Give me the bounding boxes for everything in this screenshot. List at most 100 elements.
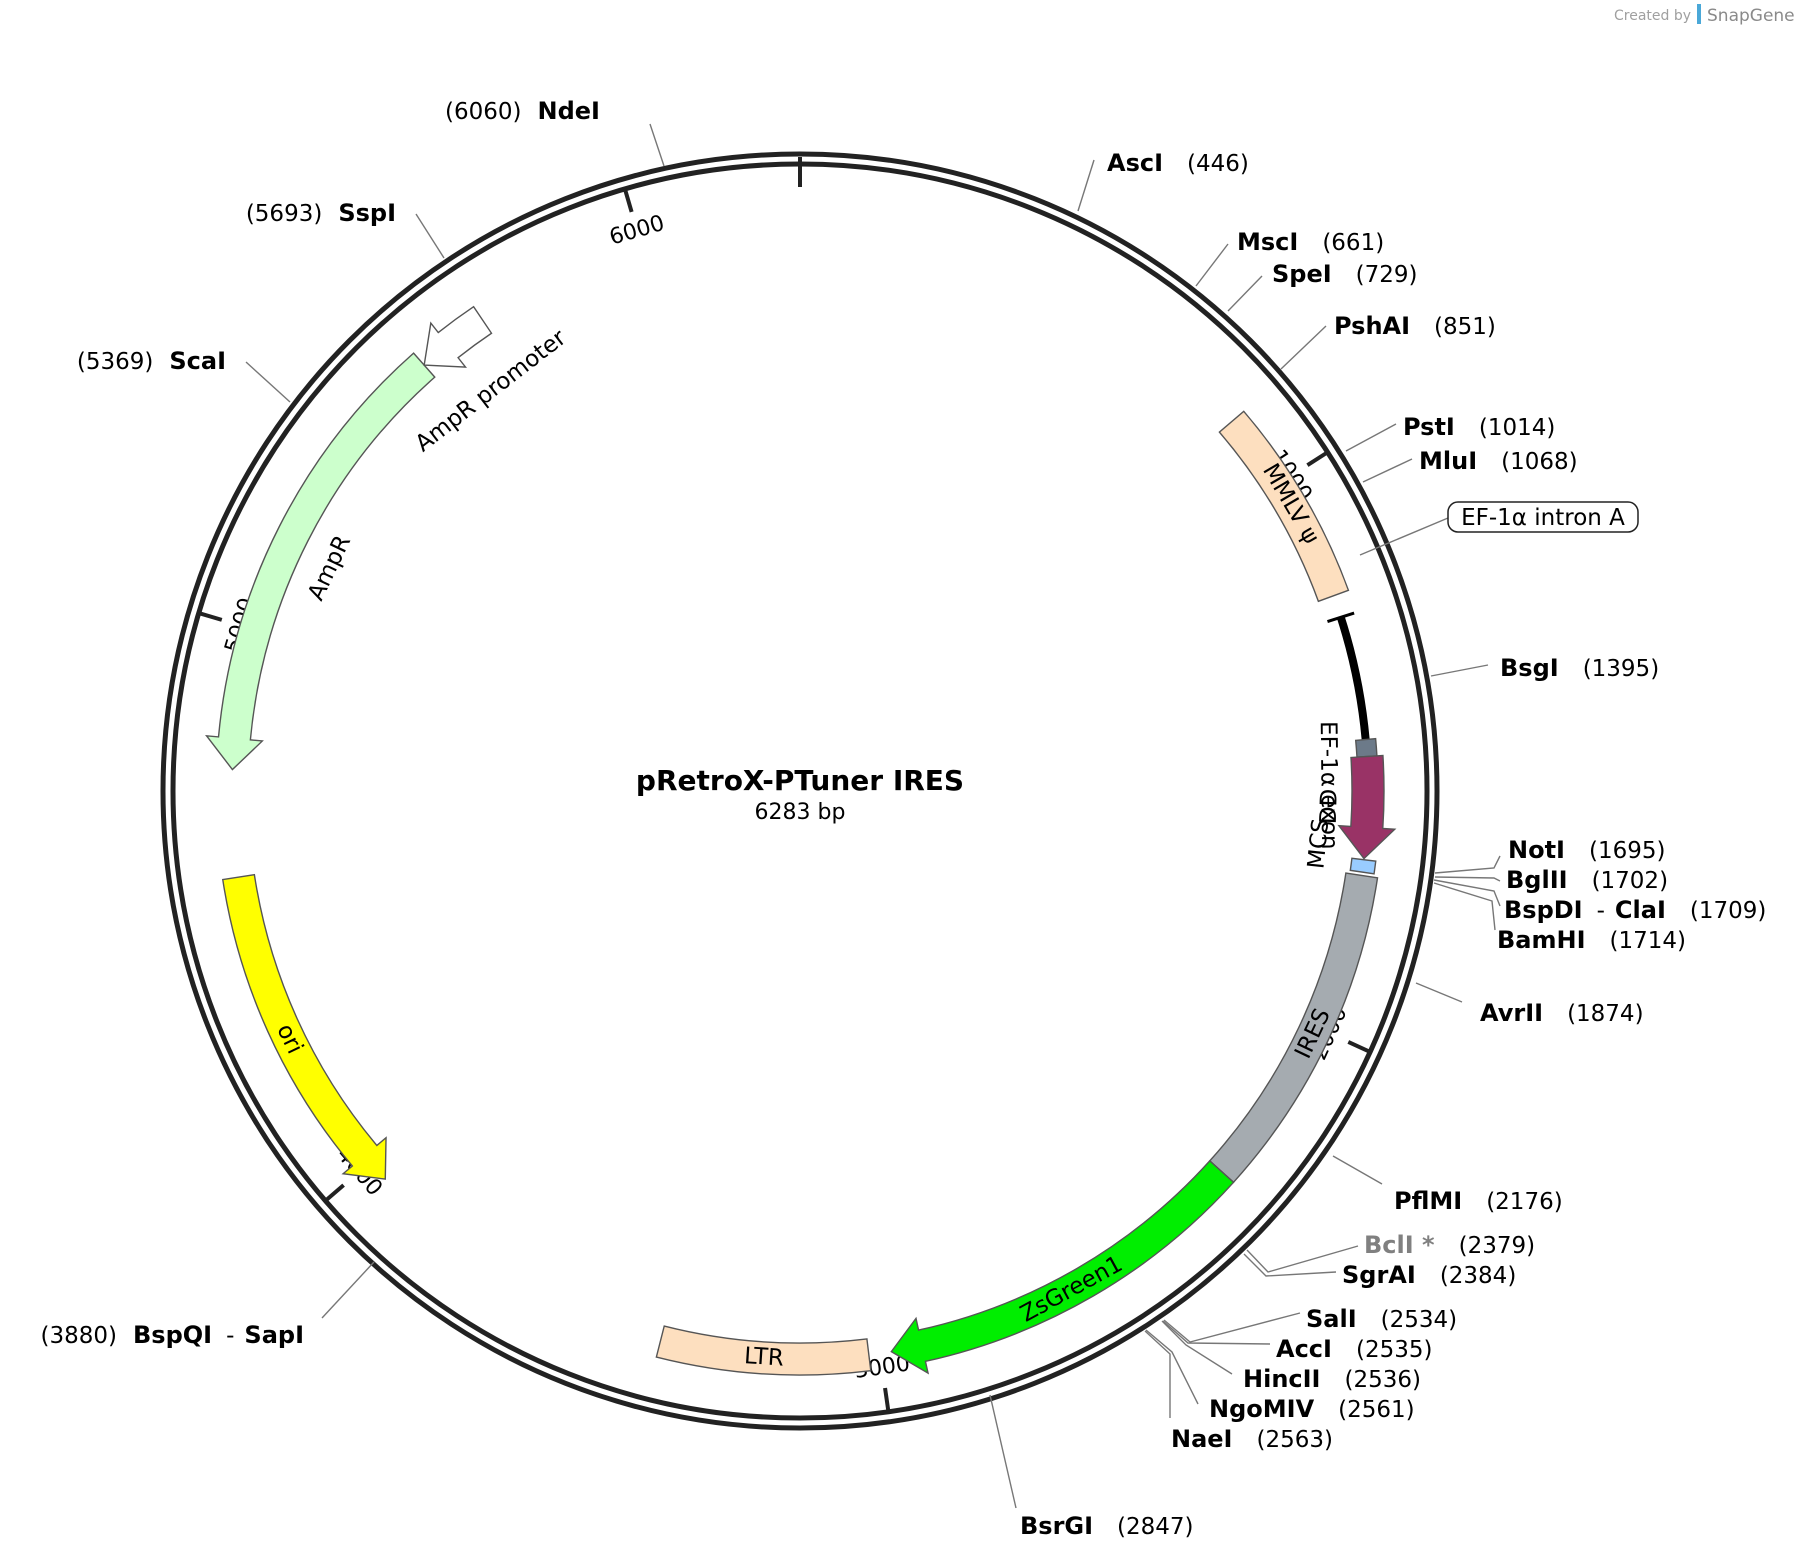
site-sali: SalI(2534) [1163, 1305, 1457, 1343]
tick-4000 [324, 1183, 345, 1203]
site-leader [1077, 159, 1095, 212]
feature-label-zsgreen: ZsGreen1 [1016, 1251, 1127, 1327]
snapgene-credit: Created by SnapGene [1614, 4, 1795, 26]
feature-mmlv [1218, 410, 1350, 603]
feature-label-ampr: AmpR [303, 531, 356, 604]
site-leader [321, 1261, 375, 1319]
site-mlui: MluI(1068) [1362, 447, 1578, 483]
site-bglii: BglII(1702) [1434, 866, 1668, 894]
feature-ltr [655, 1325, 872, 1376]
site-leader [415, 213, 445, 259]
site-scai: (5369)ScaI [77, 347, 291, 403]
site-leader [245, 361, 291, 403]
site-leader [1415, 982, 1463, 1003]
tick-6000 [622, 188, 634, 213]
site-leader [1434, 855, 1501, 874]
snapgene-logo-icon [1697, 4, 1701, 24]
site-leader [1163, 1312, 1301, 1343]
intron-callout: EF-1α intron A [1359, 501, 1639, 556]
site-label: (3880)BspQI-SapI [41, 1321, 304, 1349]
site-leader [1433, 879, 1501, 907]
tick-label-6000: 6000 [607, 211, 668, 251]
tick-1000 [1306, 450, 1329, 467]
site-leader [1433, 882, 1496, 931]
credit-brand: SnapGene [1707, 6, 1795, 26]
feature-ori [221, 873, 387, 1180]
tick-5000 [198, 611, 223, 622]
site-label: PstI(1014) [1403, 413, 1555, 441]
plasmid-size: 6283 bp [755, 800, 846, 825]
site-label: (6060)NdeI [445, 97, 600, 125]
site-asci: AscI(446) [1077, 149, 1249, 212]
tick-3000 [883, 1387, 891, 1413]
feature-label-exon: EF-1α exon [1315, 721, 1342, 850]
site-sgrai: SgrAI(2384) [1243, 1253, 1516, 1289]
site-leader [1145, 1329, 1199, 1405]
site-label: (5369)ScaI [77, 347, 226, 375]
site-leader [1243, 1253, 1337, 1277]
site-bspdi: BspDI-ClaI(1709) [1433, 879, 1766, 924]
site-leader [1280, 325, 1327, 370]
site-ndei: (6060)NdeI [445, 97, 665, 167]
site-label: BclI *(2379) [1364, 1231, 1535, 1259]
site-label: SalI(2534) [1306, 1305, 1457, 1333]
site-bamhi: BamHI(1714) [1433, 882, 1686, 954]
site-bsgi: BsgI(1395) [1430, 654, 1659, 682]
site-msci: MscI(661) [1195, 228, 1384, 287]
site-label: SpeI(729) [1272, 260, 1418, 288]
feature-ires [1208, 872, 1379, 1184]
site-avrii: AvrII(1874) [1415, 982, 1644, 1027]
site-leader [1162, 1320, 1271, 1345]
features [205, 305, 1397, 1376]
intron-callout-label: EF-1α intron A [1461, 505, 1625, 531]
site-label: BsrGI(2847) [1020, 1512, 1194, 1540]
site-bspqi: (3880)BspQI-SapI [41, 1261, 375, 1349]
site-psti: PstI(1014) [1345, 413, 1555, 452]
site-bsrgi: BsrGI(2847) [989, 1394, 1194, 1540]
site-leader [1430, 664, 1489, 677]
feature-exon [1354, 737, 1378, 758]
site-label: BsgI(1395) [1500, 654, 1659, 682]
site-label: NotI(1695) [1508, 836, 1665, 864]
site-label: AvrII(1874) [1480, 999, 1644, 1027]
site-leader [1332, 1155, 1383, 1185]
feature-ampr [205, 352, 436, 771]
feature-intron-cap [1327, 611, 1355, 624]
feature-label-dd: DD [1316, 788, 1343, 824]
site-label: BamHI(1714) [1497, 926, 1686, 954]
site-leader [1345, 423, 1397, 452]
feature-dd [1337, 754, 1397, 860]
site-spei: SpeI(729) [1227, 260, 1418, 312]
feature-ampr_promoter [423, 305, 493, 368]
site-label: MscI(661) [1237, 228, 1384, 256]
site-naei: NaeI(2563) [1144, 1330, 1333, 1453]
site-leader [1195, 243, 1229, 287]
tick-2000 [1347, 1040, 1371, 1054]
intron-callout-box [1447, 501, 1639, 533]
site-label: NaeI(2563) [1171, 1425, 1333, 1453]
backbone [160, 151, 1440, 1431]
feature-intron [1336, 616, 1370, 740]
site-label: HincII(2536) [1243, 1365, 1421, 1393]
site-label: AscI(446) [1107, 149, 1249, 177]
site-leader [1246, 1245, 1359, 1273]
site-label: AccI(2535) [1276, 1335, 1432, 1363]
site-sspi: (5693)SspI [246, 199, 445, 259]
site-leader [1161, 1320, 1233, 1375]
site-leader [1362, 458, 1413, 483]
site-leader [989, 1394, 1017, 1509]
site-label: BspDI-ClaI(1709) [1504, 896, 1766, 924]
site-pflmi: PflMI(2176) [1332, 1155, 1563, 1215]
credit-prefix: Created by [1614, 8, 1691, 24]
feature-label-mcs: MCS [1303, 817, 1334, 870]
feature-mcs [1349, 857, 1377, 875]
site-label: PshAI(851) [1334, 312, 1496, 340]
site-leader [1434, 876, 1501, 882]
site-pshai: PshAI(851) [1280, 312, 1496, 370]
restriction-sites: (6060)NdeI (5693)SspI (5369)ScaI AscI(446) M… [41, 97, 1767, 1540]
backbone-outer-ring [160, 151, 1440, 1431]
site-leader [649, 123, 665, 167]
site-label: NgoMIV(2561) [1209, 1395, 1415, 1423]
site-noti: NotI(1695) [1434, 836, 1665, 874]
